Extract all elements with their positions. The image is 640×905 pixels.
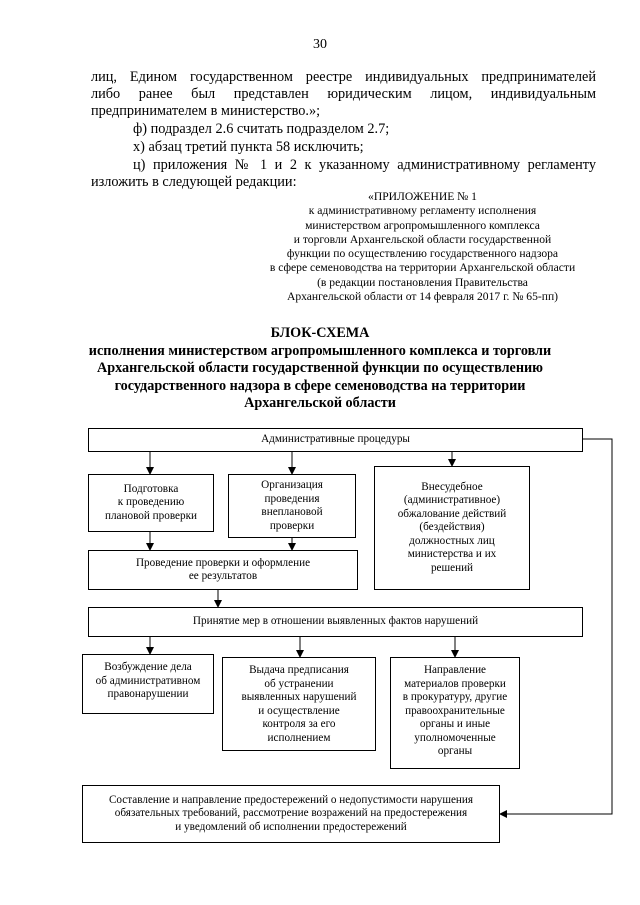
title-line: Архангельской области государственной фу… xyxy=(96,360,544,376)
box-planned-check: Подготовка к проведению плановой проверк… xyxy=(88,474,214,532)
appendix-line: функции по осуществлению государственног… xyxy=(286,247,559,261)
intro-line-2: либо ранее был представлен юридическим л… xyxy=(91,86,596,102)
page-number: 30 xyxy=(313,37,327,52)
item-c-line-1: ц) приложения № 1 и 2 к указанному админ… xyxy=(133,157,596,173)
title-line: БЛОК-СХЕМА xyxy=(270,325,370,341)
intro-line-1: лиц, Едином государственном реестре инди… xyxy=(91,69,596,85)
box-warnings: Составление и направление предостережени… xyxy=(82,785,500,843)
item-c-line-2: изложить в следующей редакции: xyxy=(91,174,297,190)
intro-line-3: предпринимателем в министерство.»; xyxy=(91,103,321,119)
box-conduct-check: Проведение проверки и оформление ее резу… xyxy=(88,550,358,590)
title-line: государственного надзора в сфере семенов… xyxy=(114,377,526,394)
box-admin-procedures: Административные процедуры xyxy=(88,428,583,452)
box-order: Выдача предписания об устранении выявлен… xyxy=(222,657,376,751)
box-prosecutor: Направление материалов проверки в прокур… xyxy=(390,657,520,769)
item-h: х) абзац третий пункта 58 исключить; xyxy=(133,139,364,155)
appendix-line: Архангельской области от 14 февраля 2017… xyxy=(286,290,559,304)
appendix-line: (в редакции постановления Правительства xyxy=(317,275,528,289)
box-measures: Принятие мер в отношении выявленных факт… xyxy=(88,607,583,637)
title-line: исполнения министерством агропромышленно… xyxy=(88,342,552,359)
appendix-line: в сфере семеноводства на территории Арха… xyxy=(269,261,576,275)
item-f: ф) подраздел 2.6 считать подразделом 2.7… xyxy=(133,121,390,137)
appendix-header: «ПРИЛОЖЕНИЕ № 1 к административному регл… xyxy=(250,190,595,304)
title-line: Архангельской области xyxy=(244,395,396,411)
box-admin-case: Возбуждение дела об административном пра… xyxy=(82,654,214,714)
appendix-line: и торговли Архангельской области государ… xyxy=(293,232,552,246)
appendix-line: министерством агропромышленного комплекс… xyxy=(305,218,540,232)
box-unplanned-check: Организация проведения внеплановой прове… xyxy=(228,474,356,538)
box-appeal: Внесудебное (административное) обжалован… xyxy=(374,466,530,590)
flowchart-title: БЛОК-СХЕМА исполнения министерством агро… xyxy=(60,325,580,413)
appendix-line: к административному регламенту исполнени… xyxy=(308,204,537,218)
appendix-line: «ПРИЛОЖЕНИЕ № 1 xyxy=(368,190,477,203)
